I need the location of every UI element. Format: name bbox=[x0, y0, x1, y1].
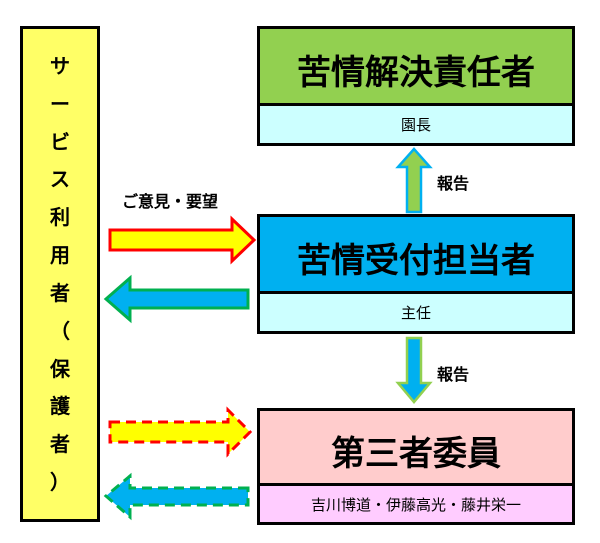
report-arrow-down bbox=[395, 336, 433, 404]
third-party-arrow-left bbox=[103, 472, 250, 521]
third-party-box: 第三者委員 吉川博道・伊藤高光・藤井栄一 bbox=[257, 408, 575, 525]
response-arrow-left bbox=[103, 274, 250, 324]
service-user-char: （ bbox=[50, 318, 70, 343]
complaint-resolver-title: 苦情解決責任者 bbox=[260, 29, 572, 109]
opinion-arrow-right bbox=[108, 215, 257, 265]
report-label-upper: 報告 bbox=[437, 174, 470, 193]
third-party-arrow-right bbox=[108, 406, 253, 458]
complaint-resolver-role: 園長 bbox=[260, 103, 572, 143]
service-user-char: 護 bbox=[50, 394, 70, 419]
service-user-char: ビ bbox=[50, 129, 70, 154]
report-arrow-up bbox=[395, 147, 433, 214]
complaint-resolver-box: 苦情解決責任者 園長 bbox=[257, 26, 575, 146]
service-user-bar: サ ー ビ ス 利 用 者 （ 保 護 者 ） bbox=[20, 26, 100, 522]
service-user-char: 用 bbox=[50, 243, 70, 268]
service-user-char: 者 bbox=[50, 432, 70, 457]
service-user-char: サ bbox=[50, 53, 70, 78]
third-party-members: 吉川博道・伊藤高光・藤井栄一 bbox=[260, 483, 572, 522]
service-user-char: ス bbox=[50, 167, 70, 192]
third-party-title: 第三者委員 bbox=[260, 411, 572, 489]
complaint-receiver-box: 苦情受付担当者 主任 bbox=[257, 214, 575, 334]
service-user-char: 利 bbox=[50, 205, 70, 230]
complaint-receiver-role: 主任 bbox=[260, 291, 572, 331]
service-user-char: 保 bbox=[50, 356, 70, 381]
opinions-label: ご意見・要望 bbox=[122, 192, 219, 211]
service-user-char: ） bbox=[50, 470, 70, 495]
service-user-label: サ ー ビ ス 利 用 者 （ 保 護 者 ） bbox=[23, 47, 97, 501]
complaint-receiver-title: 苦情受付担当者 bbox=[260, 217, 572, 297]
report-label-lower: 報告 bbox=[437, 365, 470, 384]
service-user-char: 者 bbox=[50, 280, 70, 305]
service-user-char: ー bbox=[50, 91, 70, 116]
